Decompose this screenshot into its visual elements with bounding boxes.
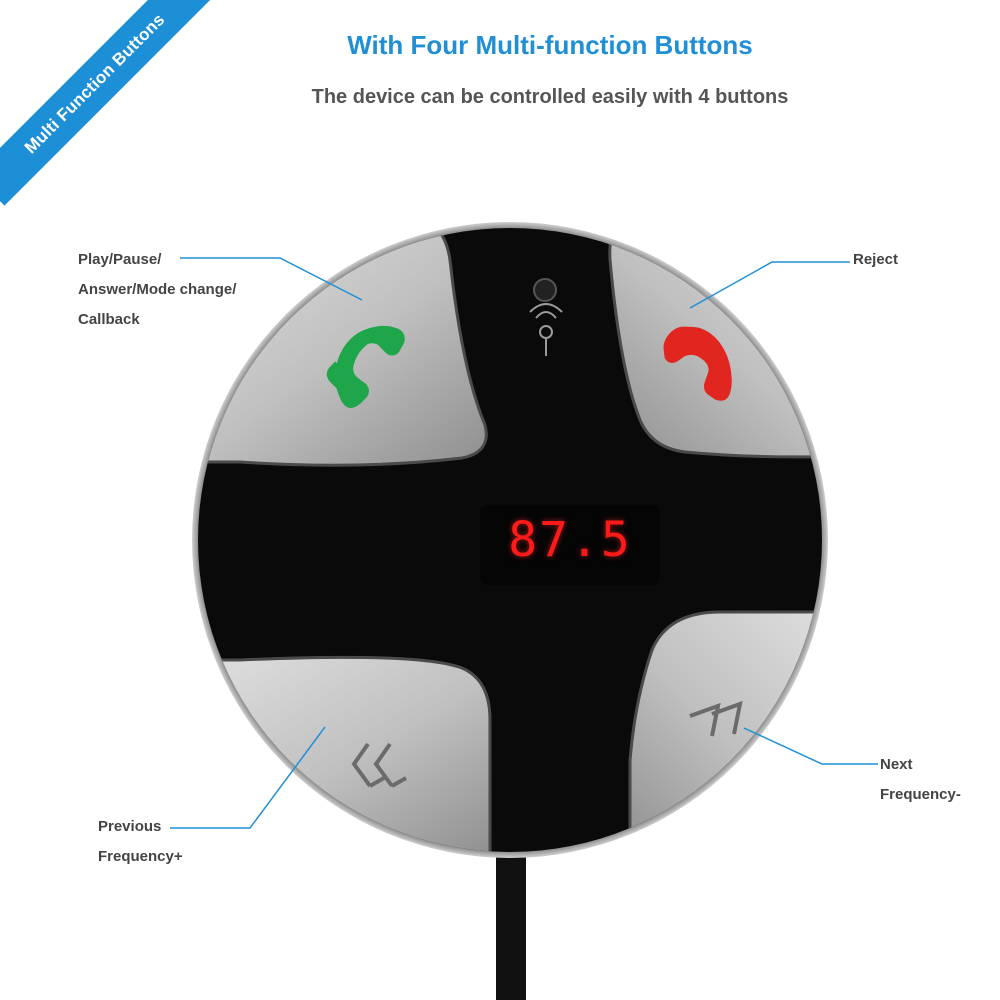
callout-line-reject [689,261,850,309]
double-chevron-right-icon [689,700,743,737]
callout-line-next [743,727,878,765]
label-play-pause-line-2: Answer/Mode change/ [78,281,237,298]
page-title: With Four Multi-function Buttons [347,30,753,60]
label-previous: Previous Frequency+ [98,812,183,872]
label-play-pause: Play/Pause/ Answer/Mode change/ Callback [78,245,236,335]
label-play-pause-line-3: Callback [78,311,140,328]
label-previous-line-1: Previous [98,818,162,835]
next-button[interactable] [628,610,870,860]
phone-reject-handset [663,326,732,401]
double-chevron-left-icon [351,742,407,788]
phone-answer-handset [335,325,405,408]
label-play-pause-line-1: Play/Pause/ [78,251,162,268]
frequency-display: 87.5 [508,512,632,568]
label-reject: Reject [853,245,898,275]
display-window [480,505,660,585]
callout-line-previous [170,726,326,829]
label-reject-line-1: Reject [853,251,899,268]
previous-button[interactable] [150,655,492,860]
device-cable [496,840,526,1000]
label-previous-line-2: Frequency+ [98,848,183,865]
microphone-icon [529,278,563,356]
label-next: Next Frequency- [880,750,961,810]
page-subtitle: The device can be controlled easily with… [311,86,789,108]
label-next-line-2: Frequency- [880,786,961,803]
callout-line-play-pause [180,257,363,301]
label-next-line-1: Next [880,756,913,773]
